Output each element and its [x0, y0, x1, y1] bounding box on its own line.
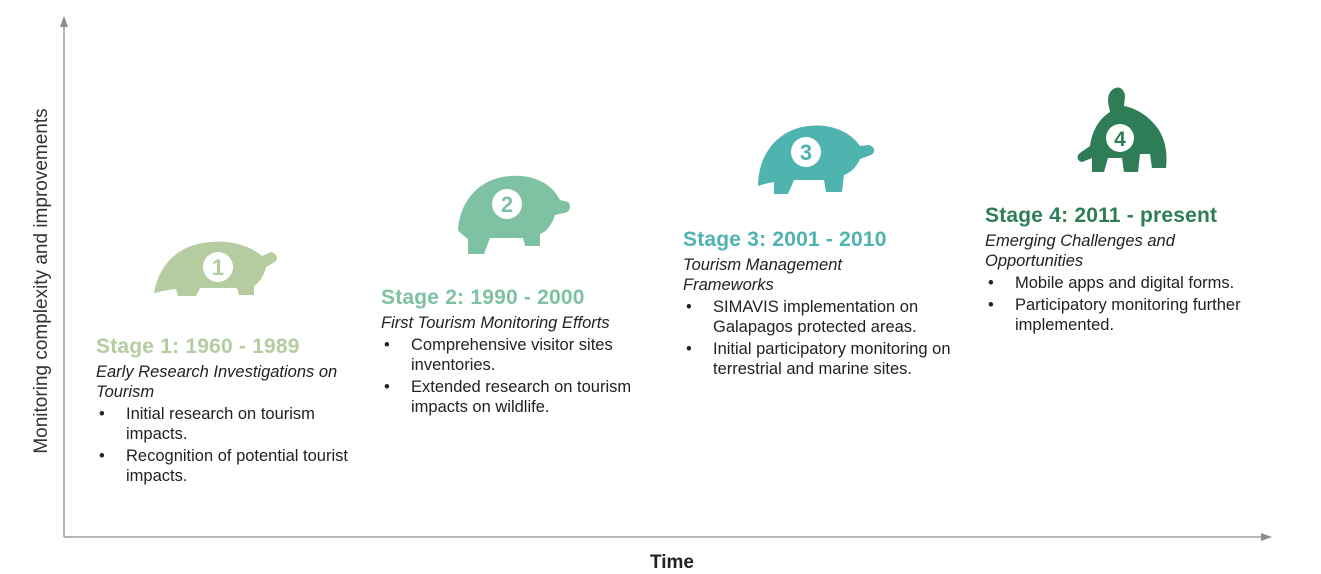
stage-2-tortoise-icon: 2 — [458, 175, 571, 254]
stage-3-bullets: SIMAVIS implementation on Galapagos prot… — [683, 297, 973, 379]
stage-1-subtitle: Early Research Investigations on Tourism — [96, 363, 338, 401]
stage-4-bullets: Mobile apps and digital forms. Participa… — [985, 273, 1295, 335]
stage-3-bullet-1: SIMAVIS implementation on Galapagos prot… — [683, 297, 958, 337]
stage-4-title: Stage 4: 2011 - present — [985, 204, 1218, 227]
stage-3-tortoise-icon: 3 — [758, 125, 875, 194]
y-axis-label: Monitoring complexity and improvements — [31, 108, 52, 454]
stage-3-number: 3 — [800, 140, 812, 165]
stage-3-title: Stage 3: 2001 - 2010 — [683, 228, 887, 251]
stage-2-block: Stage 2: 1990 - 2000 First Tourism Monit… — [381, 286, 681, 417]
stage-4-bullet-2: Participatory monitoring further impleme… — [985, 295, 1290, 335]
stage-2-bullet-1: Comprehensive visitor sites inventories. — [381, 335, 647, 375]
stage-3-subtitle: Tourism Management Frameworks — [683, 256, 842, 294]
stage-3-block: Stage 3: 2001 - 2010 Tourism Management … — [683, 228, 973, 379]
stage-1-tortoise-icon: 1 — [154, 241, 277, 296]
stage-2-number: 2 — [501, 192, 513, 217]
stage-4-bullet-1: Mobile apps and digital forms. — [985, 273, 1295, 293]
stage-4-subtitle: Emerging Challenges and Opportunities — [985, 232, 1175, 270]
stage-2-title: Stage 2: 1990 - 2000 — [381, 286, 585, 309]
stage-4-number: 4 — [1114, 128, 1126, 151]
stage-1-number: 1 — [212, 255, 224, 280]
stage-1-bullet-2: Recognition of potential tourist impacts… — [96, 446, 361, 486]
x-axis-arrowhead — [1261, 533, 1272, 541]
stage-4-block: Stage 4: 2011 - present Emerging Challen… — [985, 204, 1295, 335]
stage-2-bullet-2: Extended research on tourism impacts on … — [381, 377, 671, 417]
stage-4-tortoise-icon: 4 — [1077, 87, 1167, 172]
stage-2-bullets: Comprehensive visitor sites inventories.… — [381, 335, 631, 417]
y-axis-arrowhead — [60, 16, 68, 27]
stage-3-bullet-2: Initial participatory monitoring on terr… — [683, 339, 975, 379]
x-axis-label: Time — [649, 552, 695, 573]
stage-1-bullet-1: Initial research on tourism impacts. — [96, 404, 361, 444]
stage-1-block: Stage 1: 1960 - 1989 Early Research Inve… — [96, 335, 361, 486]
stage-1-bullets: Initial research on tourism impacts. Rec… — [96, 404, 361, 486]
stage-1-title: Stage 1: 1960 - 1989 — [96, 335, 300, 358]
stage-2-subtitle: First Tourism Monitoring Efforts — [381, 314, 610, 332]
